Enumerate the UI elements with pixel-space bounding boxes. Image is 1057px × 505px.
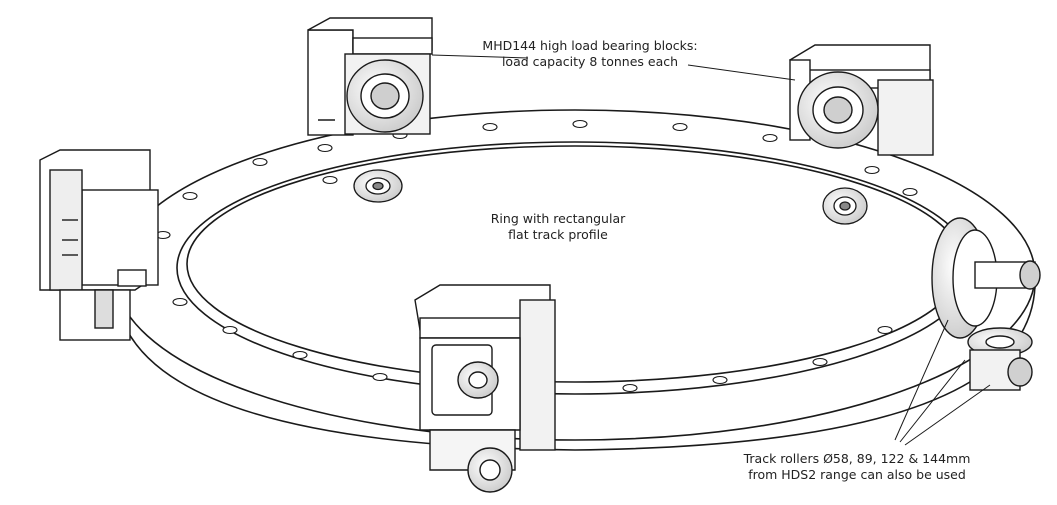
bolt-hole — [902, 187, 918, 197]
under-ring-rollers — [353, 169, 868, 225]
callout-track-rollers-line2: from HDS2 range can also be used — [748, 466, 966, 482]
bearing-block-top-right — [789, 44, 934, 156]
bolt-hole — [877, 325, 893, 335]
bolt-hole — [222, 325, 238, 335]
bolt-hole — [252, 157, 268, 167]
leader-line — [431, 54, 529, 59]
bolt-hole — [482, 122, 498, 132]
bolt-hole — [317, 143, 333, 153]
bolt-hole — [812, 357, 828, 367]
leader-line — [904, 384, 991, 446]
bolt-hole — [672, 122, 688, 132]
callout-track-rollers-line1: Track rollers Ø58, 89, 122 & 144mm — [743, 451, 971, 466]
bolt-hole — [322, 175, 338, 185]
ring-bolt-holes — [142, 119, 918, 393]
callout-bearing-blocks: MHD144 high load bearing blocks: load ca… — [470, 38, 710, 69]
callout-ring-line1: Ring with rectangular — [490, 211, 626, 226]
bearing-block-left — [39, 149, 159, 341]
callout-track-rollers: Track rollers Ø58, 89, 122 & 144mm from … — [722, 451, 992, 482]
callout-bearing-blocks-line2: load capacity 8 tonnes each — [501, 53, 679, 69]
bolt-hole — [712, 375, 728, 385]
bolt-hole — [762, 133, 778, 143]
callout-ring: Ring with rectangular flat track profile — [478, 211, 638, 242]
bearing-block-top-left — [307, 17, 433, 136]
callout-bearing-blocks-line1: MHD144 high load bearing blocks: — [482, 38, 698, 53]
ring — [114, 109, 1036, 451]
bolt-hole — [372, 372, 388, 382]
bolt-hole — [182, 191, 198, 201]
leader-line — [687, 64, 796, 81]
bolt-hole — [622, 383, 638, 393]
leader-line — [899, 359, 966, 443]
bolt-hole — [572, 119, 588, 129]
leader-lines — [431, 54, 991, 446]
bolt-hole — [172, 297, 188, 307]
leader-line — [894, 319, 949, 441]
bolt-hole — [864, 165, 880, 175]
bearing-block-front — [414, 284, 556, 493]
track-roller — [353, 169, 403, 203]
track-roller-assembly-right — [931, 217, 1041, 391]
callout-ring-line2: flat track profile — [508, 226, 608, 242]
bolt-hole — [292, 350, 308, 360]
track-roller — [822, 187, 868, 225]
